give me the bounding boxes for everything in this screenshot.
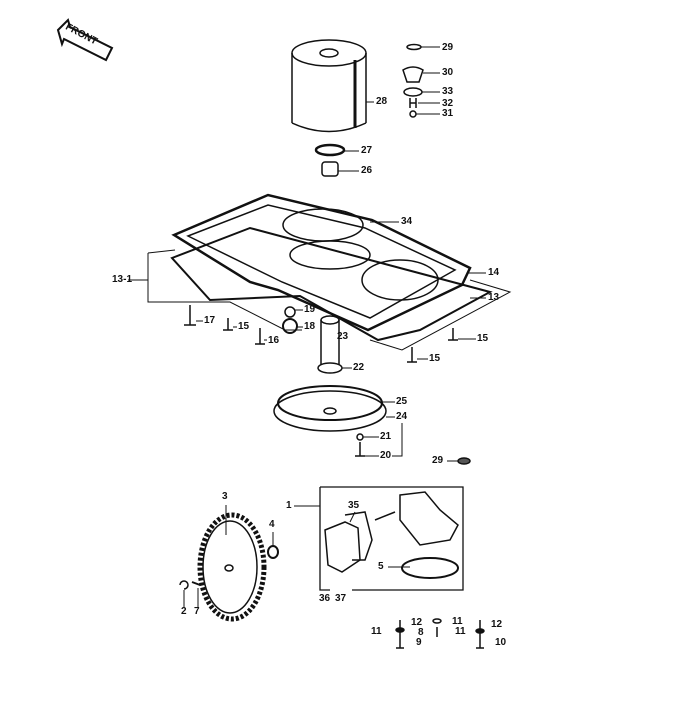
pipe-part-22: [317, 315, 343, 374]
nut-part-4: [267, 545, 279, 559]
callout-12: 12: [491, 619, 503, 630]
callout-18: 18: [304, 321, 316, 332]
callout-9: 9: [416, 637, 422, 648]
leader-lines: [128, 46, 486, 608]
callout-10: 10: [495, 637, 507, 648]
callout-5: 5: [378, 561, 384, 572]
callout-3: 3: [222, 491, 228, 502]
callout-19: 19: [304, 304, 316, 315]
callout-29: 29: [442, 42, 454, 53]
o-ring-part-31: [409, 110, 417, 118]
part-32: [409, 98, 417, 108]
hardware-parts: [395, 618, 485, 649]
callout-30: 30: [442, 67, 454, 78]
callout-35: 35: [348, 500, 360, 511]
callout-2: 2: [181, 606, 187, 617]
gasket-part-29: [406, 43, 422, 51]
callout-23: 23: [337, 331, 349, 342]
oil-strainer-part-25: [273, 385, 387, 432]
callout-36: 36: [319, 593, 331, 604]
front-arrow-icon: [56, 18, 114, 62]
callout-7: 7: [194, 606, 200, 617]
washer-part-27: [314, 143, 346, 157]
callout-31: 31: [442, 108, 454, 119]
callout-24: 24: [396, 411, 408, 422]
callout-11: 11: [455, 626, 466, 637]
callout-34: 34: [401, 216, 413, 227]
callout-27: 27: [361, 145, 373, 156]
callout-33: 33: [442, 86, 454, 97]
callout-17: 17: [204, 315, 216, 326]
nut-part-26: [321, 161, 339, 177]
part-33: [403, 87, 423, 97]
callout-4: 4: [269, 519, 275, 530]
plug-part-30: [402, 66, 424, 83]
callout-16: 16: [268, 335, 280, 346]
callout-26: 26: [361, 165, 373, 176]
bolts: [184, 305, 458, 457]
gear-part-3: [197, 512, 267, 622]
oil-filter-part-28: [291, 39, 367, 133]
callout-12: 12: [411, 617, 423, 628]
callout-29: 29: [432, 455, 444, 466]
callout-13-1: 13-1: [112, 274, 133, 285]
oil-pump-assembly: [324, 491, 459, 579]
callout-25: 25: [396, 396, 408, 407]
oil-pan-gaskets: [170, 193, 493, 342]
callout-11: 11: [452, 616, 463, 627]
callout-37: 37: [335, 593, 347, 604]
callout-13: 13: [488, 292, 500, 303]
pin-part-7: [191, 581, 201, 586]
callout-15: 15: [477, 333, 489, 344]
callout-28: 28: [376, 96, 388, 107]
callout-1: 1: [286, 500, 292, 511]
washer-part-19: [284, 306, 296, 318]
callout-8: 8: [418, 627, 424, 638]
washer-part-21: [356, 433, 364, 441]
callout-20: 20: [380, 450, 392, 461]
callout-11: 11: [371, 626, 382, 637]
callout-21: 21: [380, 431, 392, 442]
callout-15: 15: [238, 321, 250, 332]
callout-15: 15: [429, 353, 441, 364]
part-29: [457, 457, 471, 465]
callout-32: 32: [442, 98, 454, 109]
callout-22: 22: [353, 362, 365, 373]
clip-part-2: [179, 580, 189, 590]
drain-plug-part-18: [282, 318, 298, 334]
callout-14: 14: [488, 267, 500, 278]
